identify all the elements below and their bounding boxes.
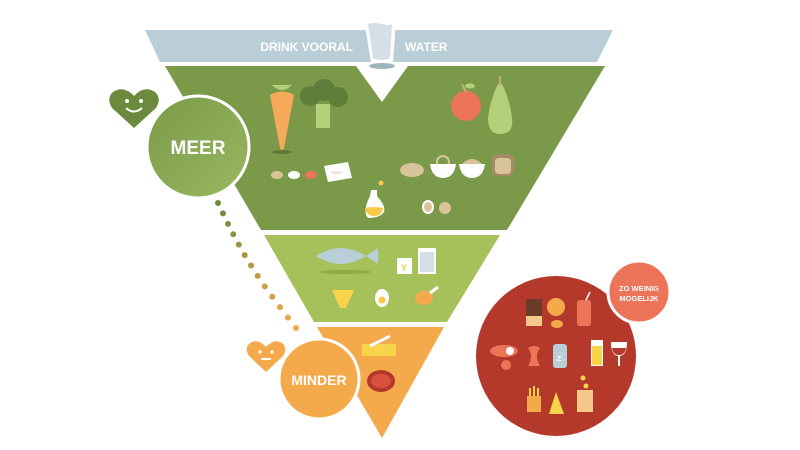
zo-weinig-badge [606, 259, 672, 325]
connector-dot [230, 231, 237, 238]
wine-glass-icon [611, 342, 627, 366]
minder-circle [277, 337, 361, 421]
zo-weinig-line1: ZO WEINIG [619, 284, 659, 293]
connector-dot [269, 293, 276, 300]
tomato-icon [451, 83, 481, 121]
tofu-label: TOFU [331, 170, 342, 175]
steak-icon [367, 370, 395, 392]
connector-dot [235, 241, 242, 248]
fries-icon [527, 386, 541, 412]
fish-icon [316, 248, 378, 274]
water-glass-icon [364, 18, 396, 69]
butter-icon [362, 334, 396, 356]
salt-shaker-icon: Z [553, 344, 567, 368]
connector-dot [248, 262, 254, 269]
connector-dot [219, 210, 226, 217]
pasta-bowl-icon [430, 155, 456, 178]
dotted-connector [215, 200, 299, 331]
heart-more-icon [109, 89, 159, 128]
bread-rolls-icon [400, 163, 424, 177]
connector-dot [261, 283, 268, 290]
beans-icon [271, 171, 317, 179]
egg-icon [375, 289, 389, 307]
chips-bag-icon [577, 375, 593, 412]
milk-glass-icon [418, 248, 436, 274]
connector-dot [293, 325, 299, 331]
connector-dot [284, 314, 291, 321]
pyramid-level-protein-dairy [264, 235, 500, 322]
tofu-icon: TOFU [324, 162, 352, 182]
connector-dot [254, 272, 261, 279]
salt-label: Z [557, 356, 562, 363]
sausage-icon [490, 345, 518, 370]
minder-label: MINDER [291, 372, 346, 388]
connector-dot [277, 304, 283, 311]
carrot-icon [270, 85, 294, 154]
broccoli-icon [300, 79, 348, 128]
cookie-icon [547, 298, 565, 316]
soda-can-icon [577, 291, 591, 326]
candy-icon [551, 320, 563, 328]
bread-slice-icon [492, 154, 514, 176]
cheese-icon [332, 290, 354, 308]
zo-weinig-line2: MOGELIJK [619, 294, 659, 303]
svg-text:Y: Y [401, 263, 407, 273]
connector-dot [241, 252, 248, 259]
pizza-icon [549, 392, 564, 414]
nuts-icon [422, 200, 451, 214]
chocolate-bar-icon [526, 299, 542, 326]
yogurt-icon: Y [397, 258, 412, 274]
banner-right-text: WATER [405, 40, 448, 54]
oil-bottle-icon [365, 180, 385, 218]
banner-left-text: DRINK VOORAL [260, 40, 353, 54]
meer-label: MEER [171, 138, 226, 159]
heart-less-icon [246, 341, 286, 372]
bacon-icon [528, 346, 540, 366]
connector-dot [225, 220, 231, 227]
notch [356, 66, 408, 102]
rice-bowl-icon [459, 159, 485, 178]
connector-dot [215, 200, 221, 206]
chicken-leg-icon [415, 285, 439, 305]
pear-icon [488, 76, 513, 134]
beer-glass-icon [591, 340, 603, 366]
meer-circle [145, 94, 251, 200]
